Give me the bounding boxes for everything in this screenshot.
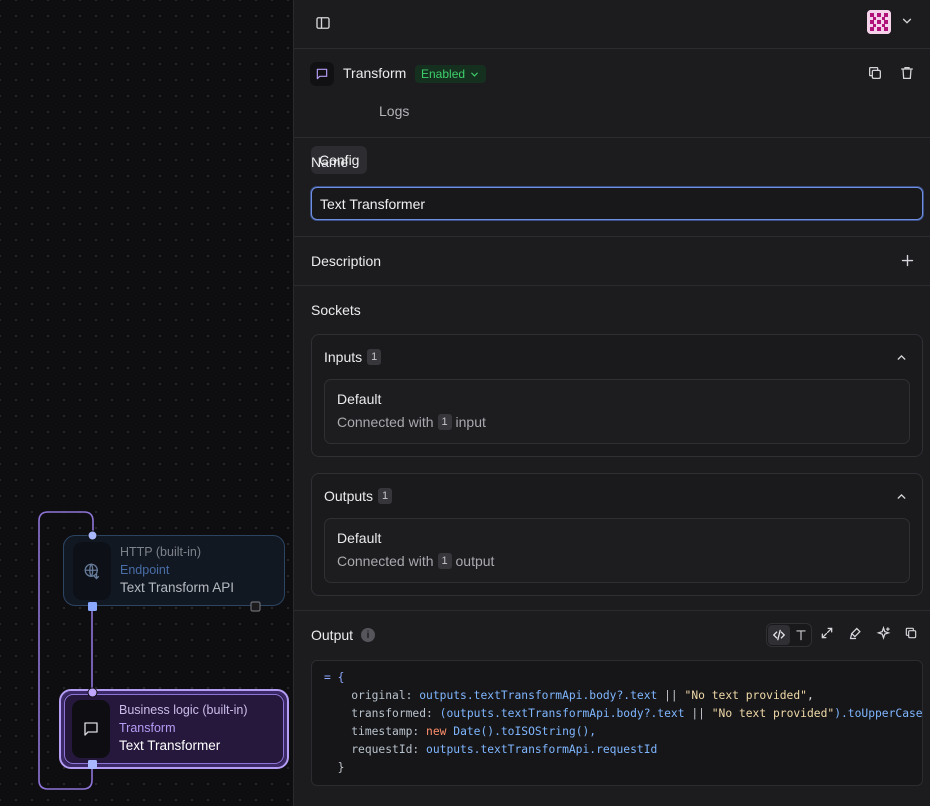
output-label: Output <box>311 627 354 643</box>
node-transform-text: Business logic (built-in) Transform Text… <box>119 701 248 755</box>
node-title: Transform <box>343 65 407 81</box>
connection-prefix: Connected with <box>337 414 434 430</box>
panel-header: Transform Enabled Config <box>294 49 930 174</box>
code-key: requestId: <box>351 743 420 756</box>
node-category: HTTP (built-in) <box>120 545 202 559</box>
node-http-text: HTTP (built-in) Endpoint Text Transform … <box>120 543 234 597</box>
editor-mode-toggle <box>766 623 812 647</box>
expand-icon[interactable] <box>820 626 838 644</box>
copy-icon[interactable] <box>904 626 922 644</box>
outputs-header[interactable]: Outputs 1 <box>324 488 393 504</box>
output-code-editor[interactable]: = { original: outputs.textTransformApi.b… <box>311 660 923 786</box>
node-name: Text Transform API <box>120 580 235 595</box>
code-op: || <box>664 689 678 702</box>
user-avatar[interactable] <box>867 10 891 34</box>
output-header: Output i <box>311 627 376 643</box>
message-square-icon <box>310 62 334 86</box>
code-key: original: <box>351 689 413 702</box>
inputs-panel: Inputs 1 Default Connected with 1 input <box>311 334 923 457</box>
node-type: Transform <box>119 721 176 735</box>
input-socket-default[interactable]: Default Connected with 1 input <box>324 379 910 444</box>
node-type: Endpoint <box>120 563 170 577</box>
code-key: transformed: <box>351 707 433 720</box>
edge-loop <box>38 511 94 790</box>
edges-layer <box>38 511 94 790</box>
workflow-canvas[interactable]: HTTP (built-in) Endpoint Text Transform … <box>0 0 293 806</box>
code-mode-icon[interactable] <box>768 625 790 645</box>
node-name: Text Transformer <box>119 738 221 753</box>
inputs-count: 1 <box>367 349 382 365</box>
connection-suffix: input <box>455 414 486 430</box>
clear-format-icon[interactable] <box>848 626 866 644</box>
socket-title: Default <box>337 530 382 546</box>
globe-arrow-icon <box>73 542 111 600</box>
code-ref: outputs.textTransformApi.requestId <box>426 743 658 756</box>
connection-count: 1 <box>437 553 452 569</box>
output-handle-http[interactable] <box>87 601 98 612</box>
sockets-label: Sockets <box>311 302 361 318</box>
info-icon[interactable]: i <box>361 628 376 642</box>
name-input[interactable] <box>311 187 923 220</box>
code-open: = { <box>324 671 345 684</box>
chevron-up-icon[interactable] <box>895 351 908 369</box>
duplicate-icon[interactable] <box>867 65 885 83</box>
description-label: Description <box>311 253 382 269</box>
node-category: Business logic (built-in) <box>119 703 248 717</box>
message-square-icon <box>72 700 110 758</box>
node-config-panel: Transform Enabled Config Name Descriptio… <box>293 0 930 806</box>
tab-logs[interactable]: Logs <box>379 103 410 119</box>
name-section: Name <box>294 138 930 237</box>
output-socket-default[interactable]: Default Connected with 1 output <box>324 518 910 583</box>
code-ref: outputs.textTransformApi.body?.text <box>419 689 658 702</box>
add-description-icon[interactable] <box>900 253 915 273</box>
ai-sparkle-icon[interactable] <box>876 625 894 644</box>
input-handle-transform[interactable] <box>87 687 98 698</box>
inputs-header[interactable]: Inputs 1 <box>324 349 382 365</box>
inputs-label: Inputs <box>324 349 363 365</box>
chevron-down-icon <box>471 72 478 77</box>
output-handle-transform[interactable] <box>87 759 98 770</box>
tab-config[interactable]: Config <box>311 146 368 174</box>
chevron-up-icon[interactable] <box>895 490 908 508</box>
sidebar-toggle-icon[interactable] <box>314 14 332 32</box>
connection-prefix: Connected with <box>337 553 434 569</box>
code-close: } <box>337 761 345 774</box>
description-section: Description <box>294 237 930 286</box>
trash-icon[interactable] <box>899 65 917 83</box>
outputs-label: Outputs <box>324 488 374 504</box>
input-handle-http[interactable] <box>87 530 98 541</box>
code-string: "No text provided" <box>711 707 835 720</box>
code-keyword: new <box>426 725 447 738</box>
socket-connection-text: Connected with 1 output <box>337 553 494 569</box>
code-ref: (outputs.textTransformApi.body?.text <box>439 707 685 720</box>
code-ref: Date().toISOString(), <box>453 725 597 738</box>
sockets-section: Sockets Inputs 1 Default Connected with … <box>294 286 930 611</box>
name-label: Name <box>311 154 349 170</box>
outputs-panel: Outputs 1 Default Connected with 1 outpu… <box>311 473 923 596</box>
chevron-down-icon[interactable] <box>900 14 914 33</box>
code-ref: ).toUpperCase(), <box>834 707 923 720</box>
socket-title: Default <box>337 391 382 407</box>
connection-suffix: output <box>455 553 495 569</box>
node-transform-selected[interactable]: Business logic (built-in) Transform Text… <box>59 689 289 769</box>
code-key: timestamp: <box>351 725 420 738</box>
outputs-count: 1 <box>378 488 393 504</box>
node-http-endpoint[interactable]: HTTP (built-in) Endpoint Text Transform … <box>63 535 285 606</box>
node-selection-ring <box>64 694 284 764</box>
secondary-output-handle-http[interactable] <box>250 601 261 612</box>
code-op: || <box>691 707 705 720</box>
connection-count: 1 <box>437 414 452 430</box>
panel-topbar <box>294 0 930 49</box>
status-label: Enabled <box>421 67 466 81</box>
status-badge[interactable]: Enabled <box>415 65 487 83</box>
code-string: "No text provided" <box>684 689 807 702</box>
text-mode-icon[interactable] <box>790 625 812 645</box>
socket-connection-text: Connected with 1 input <box>337 414 486 430</box>
